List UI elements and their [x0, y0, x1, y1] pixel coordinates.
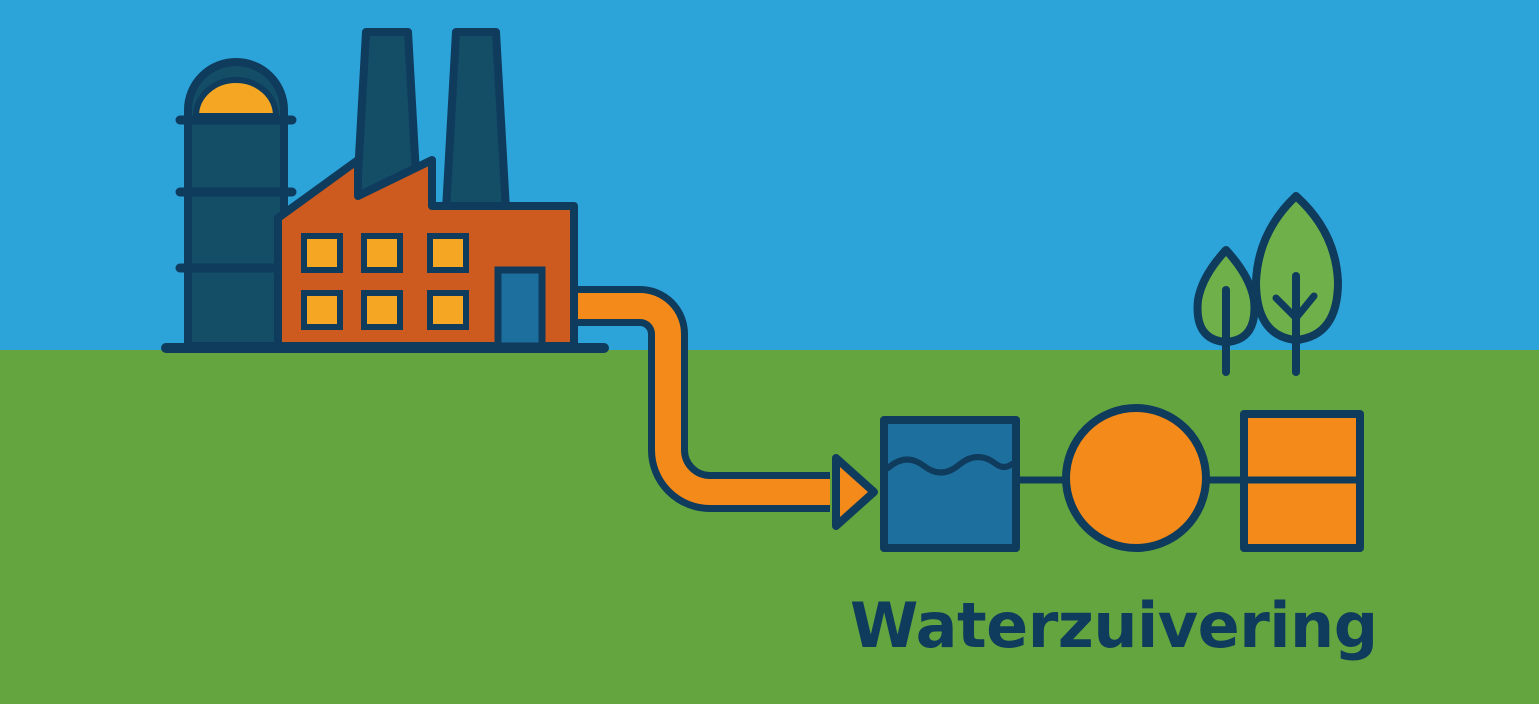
- factory-window: [301, 233, 343, 273]
- filter-tank-icon: [1240, 410, 1364, 552]
- settling-tank-icon: [880, 416, 1020, 552]
- factory-window: [427, 233, 469, 273]
- tree-icon: [1193, 246, 1259, 376]
- factory-door: [494, 266, 546, 350]
- aeration-tank-icon: [1062, 404, 1210, 552]
- factory-icon: [274, 156, 578, 350]
- tree-icon: [1252, 192, 1342, 376]
- factory-window: [361, 290, 403, 330]
- factory-window: [361, 233, 403, 273]
- pipe-arrow-icon: [578, 286, 878, 530]
- factory-window: [301, 290, 343, 330]
- silo-icon: [175, 58, 297, 350]
- factory-window: [427, 290, 469, 330]
- caption-label: Waterzuivering: [850, 589, 1378, 662]
